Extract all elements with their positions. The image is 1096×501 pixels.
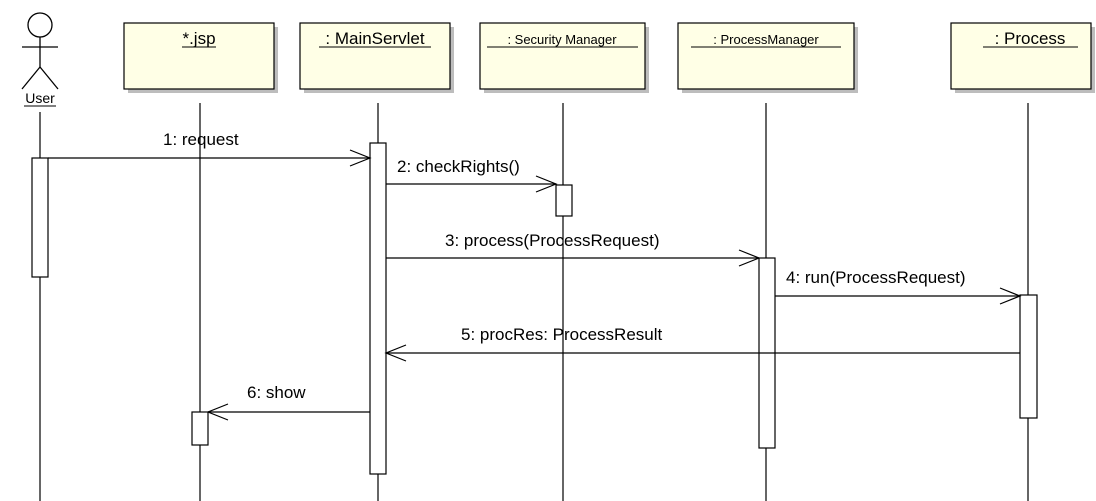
message-label: 4: run(ProcessRequest)	[786, 268, 966, 287]
message-label: 5: procRes: ProcessResult	[461, 325, 663, 344]
object-label: : Process	[995, 29, 1066, 48]
activation-mainservlet	[369, 142, 387, 475]
object-jsp: *.jsp	[123, 22, 278, 93]
message-label: 1: request	[163, 130, 239, 149]
actor-label: User	[25, 90, 55, 106]
object-security-manager: : Security Manager	[479, 22, 649, 93]
object-label: : MainServlet	[325, 29, 424, 48]
message-checkrights: 2: checkRights()	[386, 157, 558, 193]
message-label: 2: checkRights()	[397, 157, 520, 176]
activation-security-manager	[555, 184, 573, 217]
object-processmanager: : ProcessManager	[677, 22, 858, 93]
object-label: : ProcessManager	[713, 32, 819, 47]
object-label: : Security Manager	[507, 32, 617, 47]
message-procres: 5: procRes: ProcessResult	[384, 325, 1020, 362]
activation-user	[31, 157, 49, 278]
object-label: *.jsp	[182, 29, 215, 48]
object-process: : Process	[950, 22, 1095, 93]
message-run: 4: run(ProcessRequest)	[775, 268, 1022, 305]
object-mainservlet: : MainServlet	[299, 22, 454, 93]
actor-user: User	[21, 12, 59, 107]
message-show: 6: show	[206, 383, 370, 421]
activation-jsp	[191, 411, 209, 446]
message-label: 3: process(ProcessRequest)	[445, 231, 659, 250]
activation-process	[1019, 294, 1038, 419]
message-request: 1: request	[48, 130, 372, 167]
message-label: 6: show	[247, 383, 306, 402]
message-process: 3: process(ProcessRequest)	[386, 231, 761, 267]
